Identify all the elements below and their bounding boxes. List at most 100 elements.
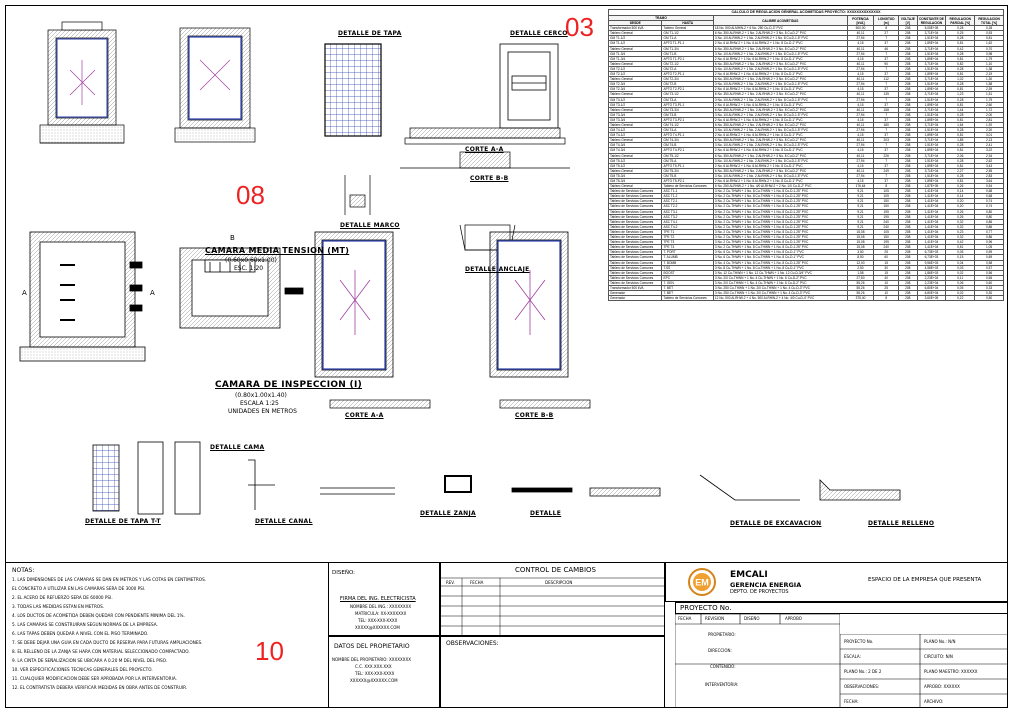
calc-table-cell: 10 xyxy=(873,290,900,297)
calc-table-cell: 9,21 xyxy=(846,213,875,220)
title-corte-aa-2: CORTE A-A xyxy=(345,412,384,419)
calc-table-cell: 9,21 xyxy=(846,188,875,195)
calc-table-cell: 3 No. 2 Cu-THWN + 1 No. 8 Cu-THWN + 1 No… xyxy=(712,223,848,230)
calc-table-cell: 3 No. 6 Cu-THWN + 1 No. 8 Cu-THWN + 1 No… xyxy=(712,249,848,256)
calc-table-cell: 55,26 xyxy=(846,279,875,286)
project-right-label: PROYECTO No. xyxy=(844,639,874,644)
calc-table-cell: 15 xyxy=(873,269,900,276)
calc-table-cell: 40,11 xyxy=(846,91,875,98)
cerco-detail xyxy=(499,43,559,129)
camara-mt-section xyxy=(39,21,125,144)
calc-table-cell: 12,00 xyxy=(846,259,875,266)
calc-table-cell: 226 xyxy=(873,152,900,159)
calc-table-cell: 3,64 xyxy=(974,177,1004,185)
project-header xyxy=(675,602,1008,614)
project-number-label: PROYECTO No. xyxy=(680,604,732,612)
calc-table-cell: 6 No. 350 Al-RHW-2 + 1 No. 2 Al-RHW-2 + … xyxy=(712,45,848,52)
company-subtitle-2: DEPTO. DE PROYECTOS xyxy=(730,589,789,595)
calc-table-cell: 3 No. 1/0 Al-RHW-2 + 1 No. 2 Al-RHW-2 + … xyxy=(712,142,848,149)
calc-table-cell: 10 xyxy=(873,279,900,286)
calc-table-cell: 4,15 xyxy=(846,86,875,93)
calc-table-cell: 6 No. 350 Al-RHW-2 + 1 No. 2 Al-RHW-2 + … xyxy=(712,137,848,144)
note-item: 7. SE DEBE DEJAR UNA GUIA EN CADA DUCTO … xyxy=(12,640,203,645)
calc-table-cell: 0,56 xyxy=(974,269,1004,276)
project-right-grid xyxy=(840,634,1008,708)
owner-field-label: PROPIETARIO: xyxy=(708,632,736,637)
calc-table-cell: 0,58 xyxy=(974,259,1004,266)
calc-col-header: REGULACION TOTAL [%] xyxy=(974,14,1004,27)
title-corte-bb-2: CORTE B-B xyxy=(515,412,554,419)
calc-table-cell: 40,11 xyxy=(846,45,875,52)
calc-table-cell: Tablero de Servicios Comunes xyxy=(607,228,663,236)
grid-header-approved: APROBO xyxy=(785,616,802,621)
change-control-grid xyxy=(440,577,665,636)
calc-table-cell: 27,94 xyxy=(846,96,875,103)
note-item: 6. LAS TAPAS DEBEN QUEDAR A NIVEL CON EL… xyxy=(12,631,149,636)
project-right-value: APROBO: XXXXXX xyxy=(924,684,960,689)
calc-table-cell: 7 xyxy=(873,50,900,57)
calc-table-cell: 40,11 xyxy=(846,121,875,129)
calc-table-cell: 180 xyxy=(873,121,900,129)
corte-bars xyxy=(329,399,591,409)
project-right-value: CIRCUITO: N/N xyxy=(924,654,953,659)
technical-drawings xyxy=(19,21,901,515)
calc-table-cell: 27,94 xyxy=(846,81,875,88)
company-block xyxy=(665,562,1008,602)
calc-table-cell: 4,15 xyxy=(846,162,875,169)
marker-03: 03 xyxy=(565,12,594,42)
calc-table-cell: 240 xyxy=(873,223,900,230)
calc-table-cell: 249 xyxy=(873,167,900,174)
calc-table-cell: 7 xyxy=(873,65,900,73)
logo-text: EM xyxy=(695,578,709,588)
calc-table-cell: 37 xyxy=(873,55,900,62)
calc-table-cell: 2,41 xyxy=(974,142,1004,149)
calc-table-cell: 0,86 xyxy=(974,223,1004,230)
calc-table-cell: 2 No. 6 Al-RHW-2 + 1 No. 6 Al-RHW-2 + 1 … xyxy=(712,55,848,62)
calc-table-cell: Transformador 500 kVA xyxy=(607,25,663,32)
calc-col-header: VOLTAJE [V] xyxy=(898,14,918,27)
calc-table-cell: 3 No. 8 Cu-THWN + 1 No. 8 Cu-THWN + 1 No… xyxy=(712,264,848,271)
calc-table-cell: Transformador 500 kVA xyxy=(607,284,663,292)
calc-table-cell: 3 No. 6 Cu-THWN + 1 No. 8 Cu-THWN + 1 No… xyxy=(712,254,848,261)
calc-table-cell: 7 xyxy=(873,142,900,149)
calc-table-title: CALCULO DE REGULACION GENERAL ACOMETIDAS… xyxy=(608,9,1004,15)
calc-table-cell: 3 No. 250 Cu-THWN + 1 No. 2/0 Cu-THWN + … xyxy=(712,284,848,292)
calc-table-cell: Tablero de Servicios Comunes xyxy=(607,218,663,225)
section-letter-a: A xyxy=(22,289,27,297)
calc-col-header: LONGITUD [m] xyxy=(873,14,900,27)
company-name: EMCALI xyxy=(730,570,768,580)
calc-table-cell: 6 No. 350 Al-RHW-2 + 1 No. 2 Al-RHW-2 + … xyxy=(712,91,848,98)
calc-table-cell: 195 xyxy=(873,213,900,220)
title-det-tapa-tt: DETALLE DE TAPA T-T xyxy=(85,518,161,525)
calc-table-cell: Tablero de Servicios Comunes xyxy=(607,274,663,281)
calc-table-cell: 3 No. 1/0 Al-RHW-2 + 1 No. 2 Al-RHW-2 + … xyxy=(712,111,848,118)
calc-col-header: CALIBRE ACOMETIDAS xyxy=(712,14,848,27)
calc-col-header: POTENCIA [kVA] xyxy=(846,14,875,27)
calc-table-cell: 0,53 xyxy=(974,30,1004,37)
camara-insp-dim: (0.80x1.00x1.40) xyxy=(235,392,287,399)
calc-table-cell: 1,38 xyxy=(974,65,1004,73)
calc-table-cell: 15,08 xyxy=(846,239,875,246)
title-det-cerco: DETALLE CERCO xyxy=(510,30,568,37)
calc-table-cell: 30 xyxy=(873,264,900,271)
calc-table-cell: 6 No. 350 Al-RHW-2 + 1 No. 2 Al-RHW-2 + … xyxy=(712,152,848,159)
calc-table-cell: 2,00 xyxy=(974,111,1004,118)
calc-table-cell: 37 xyxy=(873,40,900,47)
calc-table-cell: 4,15 xyxy=(846,40,875,47)
project-right-value: PLANO No.: N/N xyxy=(924,639,956,644)
calc-table-cell: 1,72 xyxy=(974,106,1004,113)
